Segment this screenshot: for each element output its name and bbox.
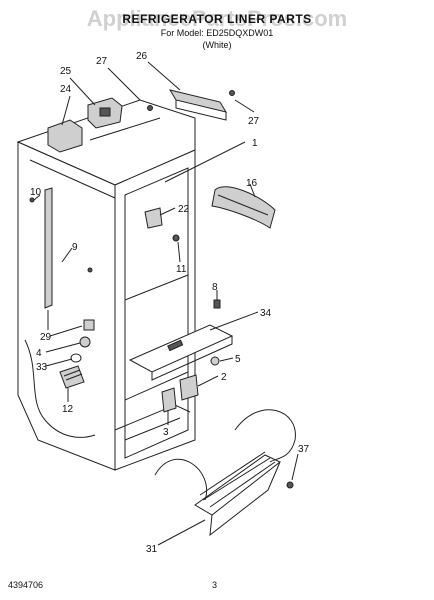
part-24-25-bracket — [47, 97, 123, 153]
part-22-bracket — [144, 207, 163, 229]
callout-24: 24 — [60, 84, 72, 95]
color-line: (White) — [202, 40, 232, 50]
callout-9: 9 — [72, 242, 78, 253]
part-16-cover — [211, 186, 276, 229]
screw-27a — [147, 105, 153, 111]
doc-number: 4394706 — [8, 580, 44, 590]
callout-27a: 27 — [96, 56, 108, 67]
part-26-rail — [168, 89, 228, 121]
callout-29: 29 — [40, 332, 52, 343]
callout-12: 12 — [62, 404, 74, 415]
callout-2: 2 — [221, 372, 227, 383]
callout-22: 22 — [178, 204, 190, 215]
callout-5: 5 — [235, 354, 241, 365]
callout-4: 4 — [36, 348, 42, 359]
callout-8: 8 — [212, 282, 218, 293]
model-line: For Model: ED25DQXDW01 — [160, 28, 274, 38]
callout-labels: 25 27 26 24 27 1 10 16 22 9 11 8 34 29 4… — [30, 51, 310, 555]
part-33-bulb — [70, 353, 82, 363]
callout-3: 3 — [163, 427, 169, 438]
leader-lines — [33, 61, 299, 546]
screw-27b — [229, 90, 235, 96]
part-3-bracket — [161, 387, 177, 413]
callout-16: 16 — [246, 178, 258, 189]
callout-34: 34 — [260, 308, 272, 319]
part-37-screw — [286, 481, 294, 489]
part-34-shield — [128, 324, 234, 381]
callout-37: 37 — [298, 444, 310, 455]
callout-11: 11 — [176, 264, 187, 275]
callout-27b: 27 — [248, 116, 260, 127]
part-8-fastener — [213, 299, 221, 309]
callout-25: 25 — [60, 66, 72, 77]
part-5-cap — [210, 356, 220, 366]
part-2-bracket — [179, 374, 199, 401]
callout-10: 10 — [30, 187, 42, 198]
callout-31: 31 — [146, 544, 158, 555]
page-number: 3 — [212, 580, 218, 590]
part-29 — [83, 319, 95, 331]
liner-body — [16, 99, 196, 471]
callout-33: 33 — [36, 362, 48, 373]
callout-1: 1 — [252, 138, 258, 149]
part-4-socket — [79, 336, 91, 348]
part-11-screw — [172, 234, 180, 242]
part-12-control — [59, 365, 85, 389]
callout-26: 26 — [136, 51, 148, 62]
diagram-title: REFRIGERATOR LINER PARTS — [122, 12, 312, 26]
part-31-heater — [154, 409, 296, 537]
